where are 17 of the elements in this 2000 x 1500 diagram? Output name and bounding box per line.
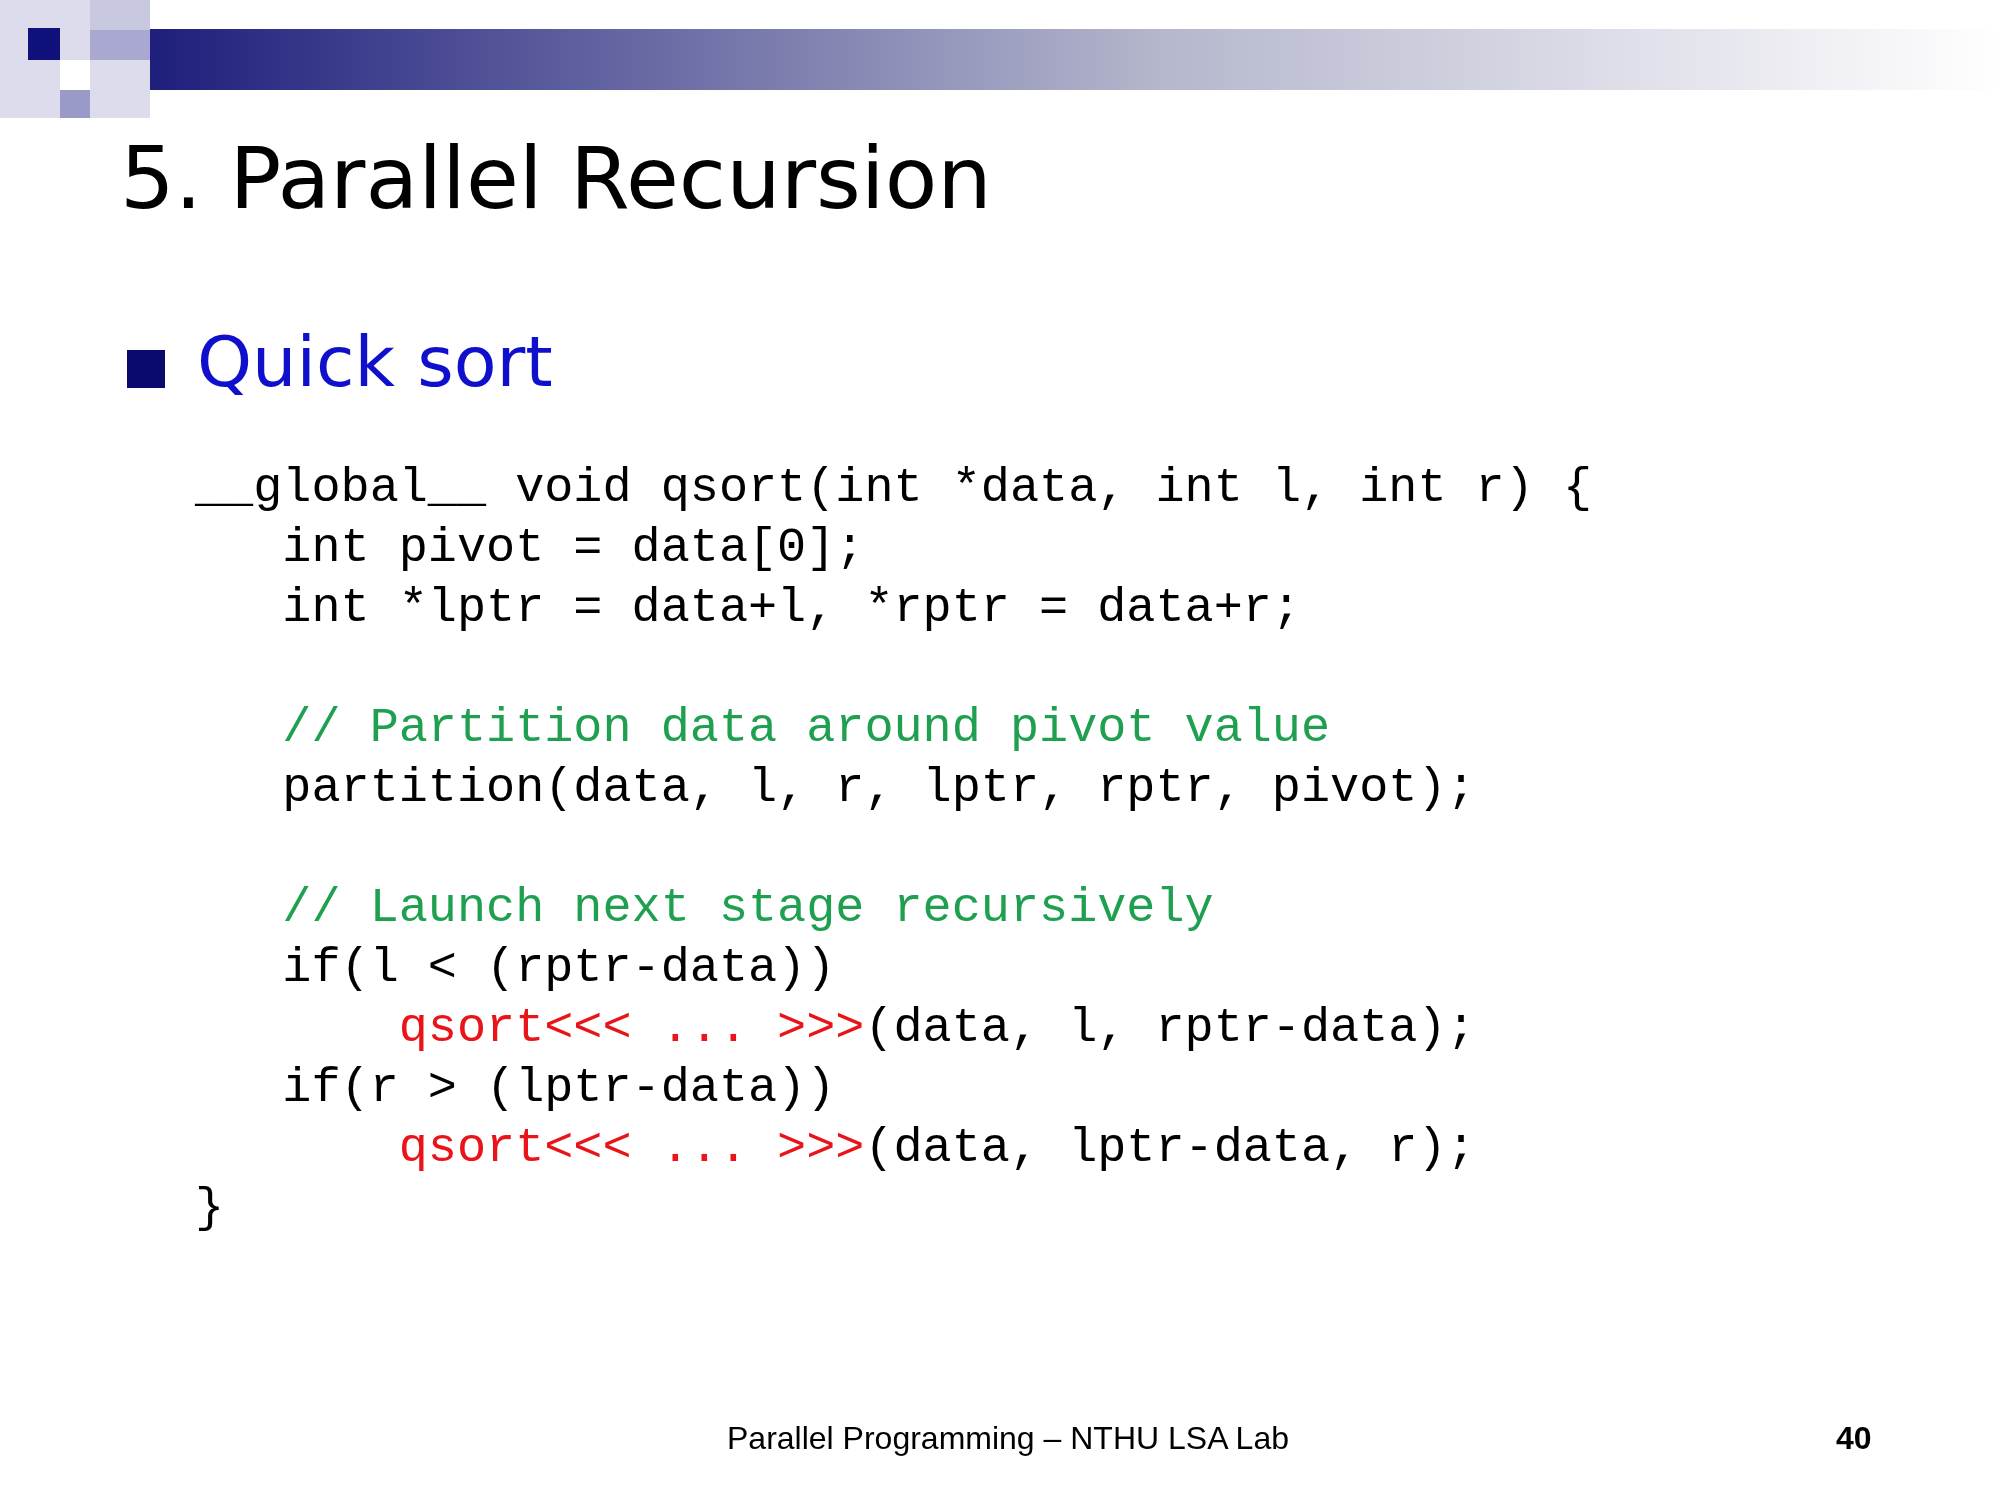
code-line: }	[195, 1185, 225, 1234]
code-line: __global__ void qsort(int *data, int l, int r) {	[195, 465, 1593, 514]
code-line: if(l < (rptr-data))	[282, 945, 836, 994]
code-line: if(r > (lptr-data))	[282, 1065, 836, 1114]
slide-title: 5. Parallel Recursion	[120, 135, 992, 221]
kernel-launch-code: qsort<<< ... >>>	[398, 1125, 865, 1174]
code-line: int pivot = data[0];	[282, 525, 865, 574]
code-comment: // Launch next stage recursively	[282, 885, 1214, 934]
code-line: (data, lptr-data, r);	[864, 1125, 1476, 1174]
code-comment: // Partition data around pivot value	[282, 705, 1331, 754]
code-line: int *lptr = data+l, *rptr = data+r;	[282, 585, 1301, 634]
footer-text: Parallel Programming – NTHU LSA Lab	[727, 1422, 1289, 1454]
code-line: partition(data, l, r, lptr, rptr, pivot);	[282, 765, 1476, 814]
bullet-heading: Quick sort	[197, 327, 553, 397]
kernel-launch-code: qsort<<< ... >>>	[398, 1005, 865, 1054]
page-number: 40	[1836, 1422, 1872, 1454]
code-line: (data, l, rptr-data);	[864, 1005, 1476, 1054]
